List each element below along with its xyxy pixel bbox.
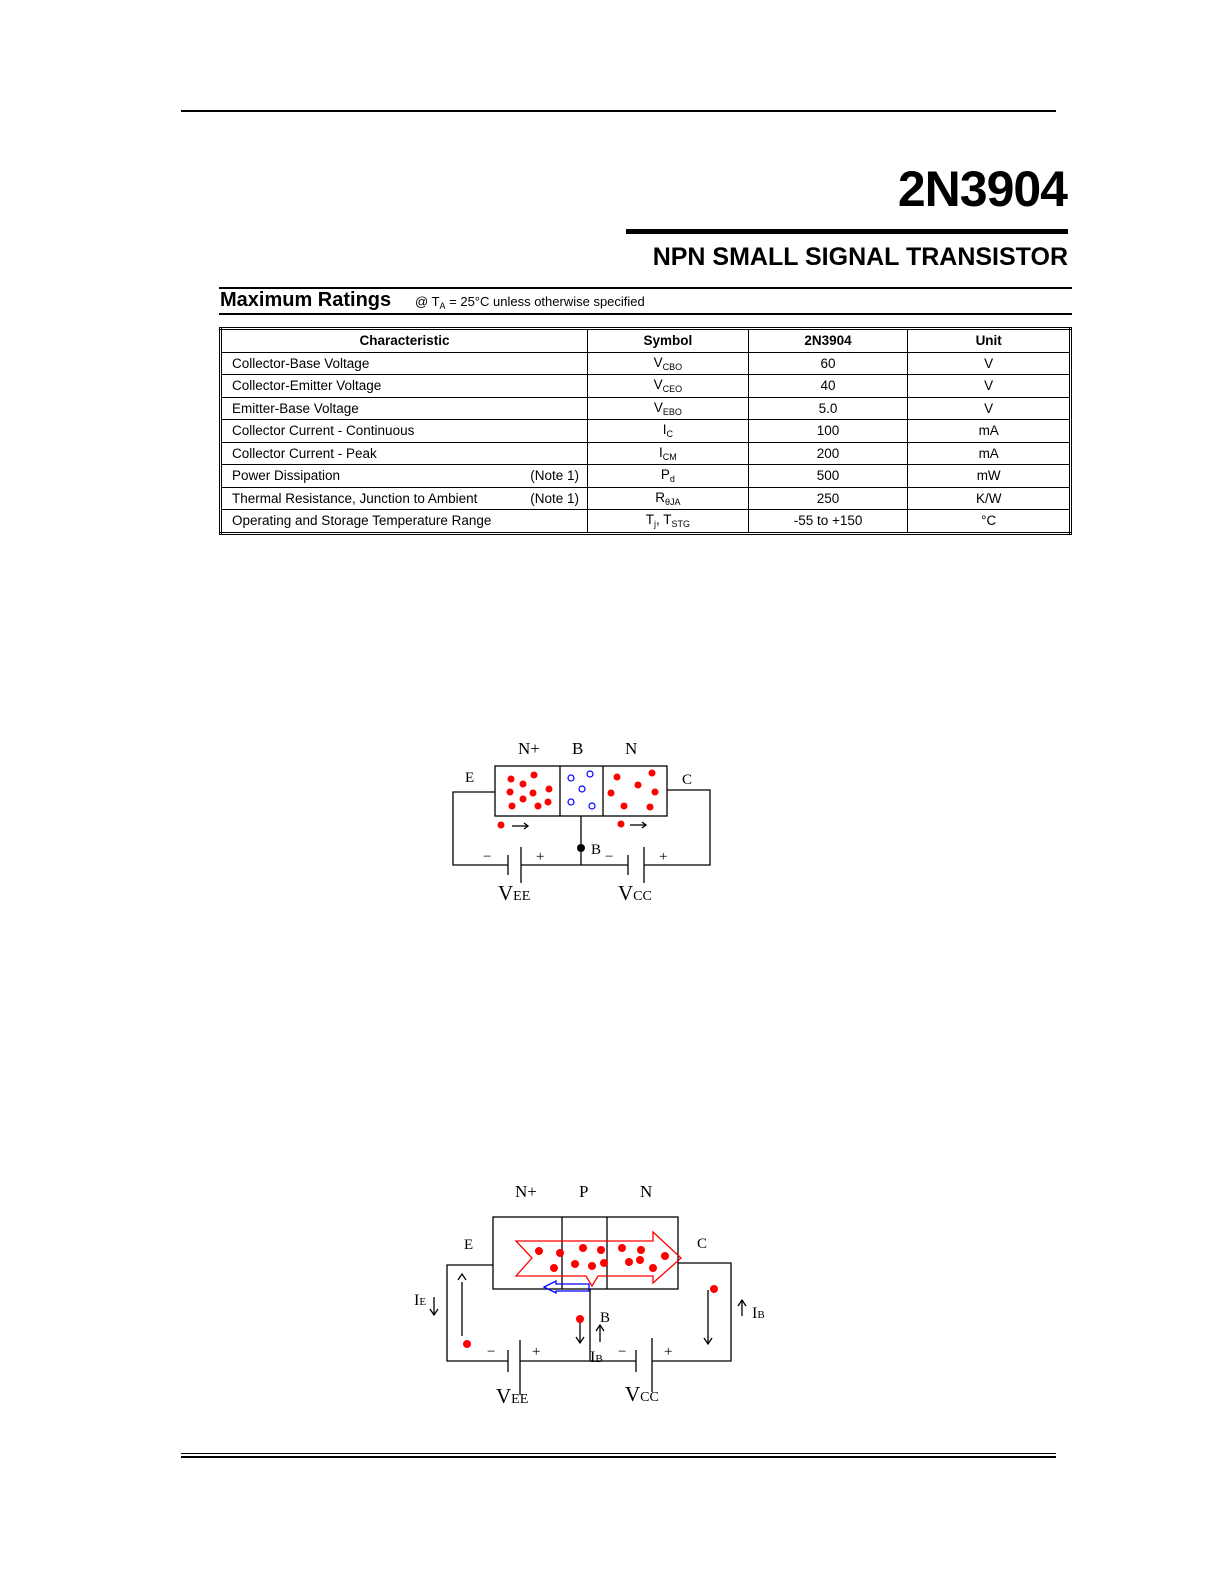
symbol-sub: d: [669, 474, 675, 485]
note: (Note 1): [530, 468, 580, 484]
vcc-label: VCC: [618, 881, 652, 905]
col-symbol: Symbol: [587, 328, 749, 353]
vee-label: VEE: [498, 881, 530, 905]
symbol: V: [653, 377, 663, 393]
characteristic: Thermal Resistance, Junction to Ambient: [232, 490, 478, 506]
unit-cell: mA: [907, 419, 1071, 443]
note: (Note 1): [530, 490, 580, 506]
characteristic: Emitter-Base Voltage: [232, 400, 359, 416]
characteristic-cell: Collector-Emitter Voltage: [219, 374, 589, 398]
bottom-rule-2: [181, 1456, 1056, 1458]
section-rule-bottom: [219, 313, 1072, 315]
electron-flow-arrow: [514, 1230, 682, 1288]
vee-label: VEE: [496, 1384, 528, 1408]
transistor-body: [492, 1216, 679, 1290]
symbol: P: [660, 467, 670, 483]
col-value: 2N3904: [747, 328, 909, 353]
emitter-label: E: [465, 770, 474, 786]
cond-prefix: @ T: [415, 294, 440, 309]
symbol-sub: CEO: [662, 384, 683, 395]
region-collector-label: N: [640, 1182, 652, 1201]
col-characteristic: Characteristic: [219, 328, 589, 353]
unit-cell: K/W: [907, 486, 1071, 510]
characteristic: Power Dissipation: [232, 468, 341, 484]
characteristic: Collector-Base Voltage: [232, 355, 370, 371]
characteristic: Collector-Emitter Voltage: [232, 378, 382, 394]
max-ratings-table: Characteristic Symbol 2N3904 Unit Collec…: [219, 327, 1072, 535]
region-base-label: B: [572, 739, 583, 758]
characteristic: Operating and Storage Temperature Range: [232, 513, 492, 529]
vcc-plus: +: [664, 1344, 672, 1360]
holes: [567, 770, 596, 810]
table-header-row: Characteristic Symbol 2N3904 Unit: [219, 328, 1071, 353]
section-condition: @ TA = 25°C unless otherwise specified: [415, 294, 645, 311]
region-collector-label: N: [625, 739, 637, 758]
vcc-label: VCC: [625, 1382, 659, 1406]
symbol-cell: IC: [587, 419, 749, 443]
characteristic-cell: Operating and Storage Temperature Range: [219, 509, 589, 534]
symbol: T: [645, 512, 654, 528]
region-emitter-label: N+: [515, 1182, 537, 1201]
vcc-minus: −: [618, 1344, 626, 1360]
collector-label: C: [697, 1236, 707, 1252]
vee-minus: −: [487, 1344, 495, 1360]
hole-flow-arrow: [542, 1279, 590, 1295]
title-rule: [626, 229, 1068, 234]
symbol-cell: Tj, TSTG: [587, 509, 749, 534]
symbol-sub: EBO: [662, 406, 682, 417]
symbol: I: [662, 422, 667, 438]
ib-base-label: IB: [590, 1349, 603, 1366]
symbol-sub: j: [654, 519, 656, 530]
symbol: I: [659, 444, 663, 460]
symbol-extra: , T: [656, 512, 672, 528]
section-title: Maximum Ratings: [220, 289, 392, 311]
characteristic-cell: Collector Current - Peak: [219, 441, 589, 465]
table-row: Thermal Resistance, Junction to Ambient (…: [219, 486, 1071, 510]
region-base-label: P: [579, 1182, 588, 1201]
unit-cell: °C: [907, 509, 1071, 534]
value-cell: -55 to +150: [747, 509, 909, 534]
part-number-title: 2N3904: [897, 161, 1068, 217]
section-rule-top: [219, 287, 1072, 289]
bottom-rule-1: [181, 1453, 1056, 1454]
vee-plus: +: [536, 849, 544, 865]
emitter-label: E: [464, 1237, 473, 1253]
ie-label: IE: [414, 1292, 426, 1309]
cond-sub: A: [439, 301, 446, 311]
characteristic-cell: Collector Current - Continuous: [219, 419, 589, 443]
symbol: V: [653, 354, 663, 370]
vee-minus: −: [483, 849, 491, 865]
cond-suffix: = 25°C unless otherwise specified: [445, 294, 645, 309]
symbol-sub: CBO: [662, 361, 683, 372]
region-emitter-label: N+: [518, 739, 540, 758]
symbol-extra-sub: STG: [671, 519, 691, 530]
symbol-sub: CM: [662, 451, 677, 462]
symbol-sub: C: [666, 429, 674, 440]
vcc-plus: +: [659, 849, 667, 865]
collector-label: C: [682, 772, 692, 788]
electrons: [463, 1244, 718, 1348]
table-row: Operating and Storage Temperature Range T…: [219, 509, 1071, 534]
vee-plus: +: [532, 1344, 540, 1360]
value-cell: 60: [747, 351, 909, 375]
characteristic: Collector Current - Continuous: [232, 423, 415, 439]
vcc-minus: −: [605, 849, 613, 865]
ib-collector-label: IB: [752, 1305, 765, 1322]
characteristic: Collector Current - Peak: [232, 445, 377, 461]
symbol: V: [653, 399, 663, 415]
symbol: R: [655, 489, 665, 505]
electrons: [497, 769, 659, 829]
subtitle: NPN SMALL SIGNAL TRANSISTOR: [652, 243, 1068, 271]
col-unit: Unit: [907, 328, 1071, 353]
symbol-sub: θJA: [665, 496, 681, 507]
base-label: B: [591, 842, 601, 858]
top-rule: [181, 110, 1056, 112]
base-label: B: [600, 1310, 610, 1326]
